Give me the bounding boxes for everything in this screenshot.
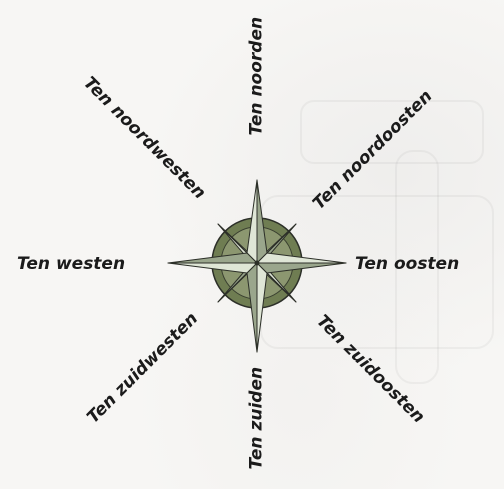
label-south: Ten zuiden (249, 376, 266, 470)
compass-center (255, 261, 260, 266)
label-east: Ten oosten (355, 256, 459, 273)
label-west: Ten westen (17, 256, 125, 273)
label-north: Ten noorden (249, 32, 266, 136)
